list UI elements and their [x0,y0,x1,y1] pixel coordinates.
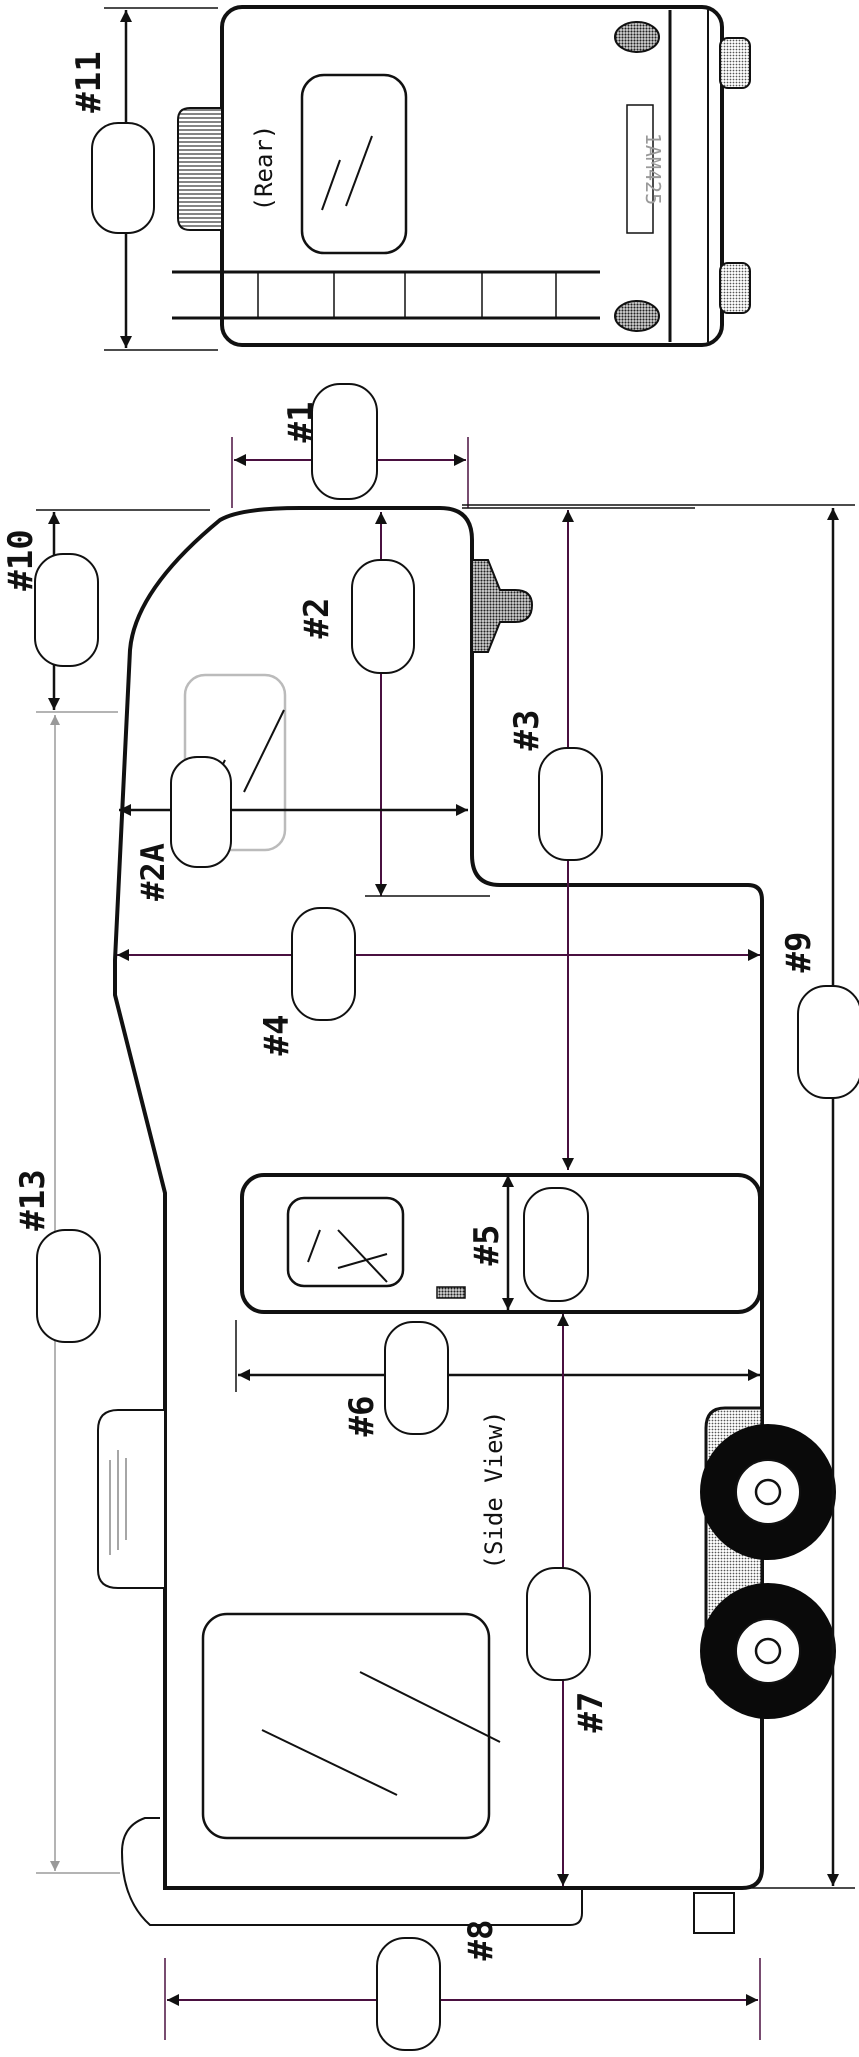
dim-label-2: #2 [297,598,337,639]
input-box-2a [170,756,232,868]
front-bumper [120,1817,583,1926]
rear-reflector-top [614,21,660,53]
rear-roof-fixture [471,559,534,653]
rear-ladder [172,270,600,320]
side-caption: (Side View) [480,1411,508,1570]
rear-caption: (Rear) [250,125,278,212]
side-mirror [97,1409,166,1589]
input-box-2 [351,559,415,674]
input-box-11 [91,122,155,234]
dim-label-4: #4 [257,1015,297,1056]
dim-label-7: #7 [571,1692,611,1733]
dim-label-2a: #2A [134,843,172,901]
front-tire [700,1583,836,1719]
input-box-10 [34,553,99,667]
input-box-8 [376,1937,441,2051]
rv-body-outline [113,506,764,1890]
roof-ac-unit [177,107,223,231]
dim-label-11: #11 [69,51,109,112]
license-plate [626,104,654,234]
front-cab-window [201,1612,491,1840]
dim-label-3: #3 [507,710,547,751]
input-box-4 [291,907,356,1021]
dim-label-8: #8 [461,1920,501,1961]
rear-reflector-bottom [614,300,660,332]
input-box-7 [526,1567,591,1681]
rear-view: 1AM425 (Rear) #11 [69,5,751,351]
input-box-1 [311,383,378,500]
rear-taillight-top [719,37,751,89]
rear-window [300,73,408,255]
input-box-3 [538,747,603,861]
dim-label-9: #9 [779,932,819,973]
dim-label-5: #5 [467,1225,507,1266]
input-box-5 [523,1187,589,1302]
rear-taillight-bottom [719,262,751,314]
input-box-9 [797,985,859,1099]
input-box-6 [384,1321,449,1435]
door-window [286,1196,405,1288]
dim-label-13: #13 [13,1169,53,1230]
door-handle [436,1286,466,1299]
tow-hitch [693,1892,735,1934]
license-plate-text: 1AM425 [641,133,665,205]
dimensions: #1 #2 #2A #3 #4 #5 #6 #7 [1,383,859,2051]
side-view: (Side View) [97,506,836,1934]
dim-label-6: #6 [342,1396,382,1437]
dim-label-10: #10 [1,529,41,590]
input-box-13 [36,1229,101,1343]
rear-tire [700,1424,836,1560]
dim-label-1: #1 [281,402,321,443]
